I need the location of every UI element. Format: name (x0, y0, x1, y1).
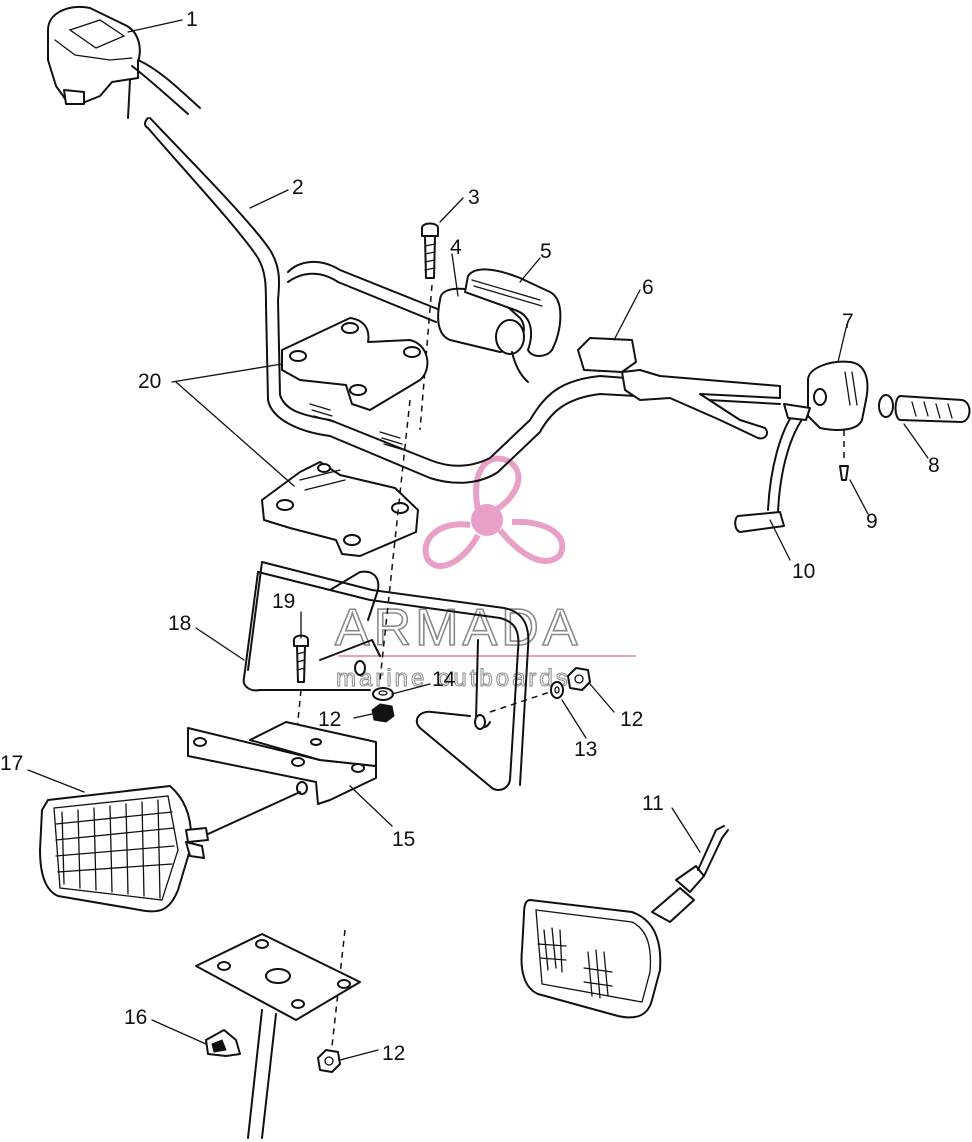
callout-19: 19 (272, 590, 295, 613)
part-12-nut-bottom (317, 1049, 341, 1073)
callout-2: 2 (292, 176, 304, 199)
callout-12-right: 12 (620, 708, 643, 731)
part-1-switch-housing (47, 6, 201, 119)
bolt-19-guide (295, 689, 302, 741)
leader-lines (27, 19, 929, 1061)
callout-10: 10 (792, 560, 815, 583)
part-13-washer (550, 681, 564, 699)
part-9-screw (839, 465, 849, 481)
clamp-guide (379, 399, 411, 681)
callout-18: 18 (168, 612, 191, 635)
part-8-grip (878, 394, 971, 423)
part-17-headlight (39, 785, 209, 913)
part-2-handlebar (144, 117, 781, 484)
callout-7: 7 (842, 310, 854, 333)
part-20-lower-clamp (261, 461, 419, 557)
part-18-bracket-frame (242, 561, 530, 791)
callout-labels: 1 2 3 4 5 6 7 8 9 10 11 12 12 12 12 13 1… (0, 8, 940, 1065)
watermark-tagline: marine outboards (336, 665, 571, 692)
part-20-upper-clamp (281, 317, 429, 411)
nut-right-guide (489, 691, 551, 713)
part-12-nut-center (371, 703, 395, 723)
callout-17: 17 (0, 752, 23, 775)
callout-12-center: 12 (318, 708, 341, 731)
callout-20: 20 (138, 370, 161, 393)
part-7-throttle-housing (807, 360, 869, 431)
callout-3: 3 (468, 186, 480, 209)
callout-16: 16 (124, 1006, 147, 1029)
part-10-throttle-cable (734, 403, 811, 533)
callout-9: 9 (866, 510, 878, 533)
part-11-headlight (520, 825, 729, 1019)
part-12-nut-right (567, 667, 591, 691)
part-5-pad-cover (464, 268, 562, 357)
callout-6: 6 (642, 276, 654, 299)
callout-5: 5 (540, 240, 552, 263)
part-6-brake-lever (577, 337, 781, 440)
callout-8: 8 (928, 454, 940, 477)
part-16-bottom-bracket (195, 933, 361, 1139)
callout-15: 15 (392, 828, 415, 851)
callout-1: 1 (186, 8, 198, 31)
headlight-17-mount-line (207, 791, 301, 835)
callout-13: 13 (574, 738, 597, 761)
bolt-3-guide (419, 284, 433, 431)
part-16-clip (205, 1029, 241, 1057)
callout-11: 11 (642, 792, 664, 815)
part-3-bolt (421, 222, 439, 279)
callout-14: 14 (432, 668, 456, 691)
cable-4 (511, 351, 529, 383)
part-14-washer (372, 687, 394, 701)
callout-12-bottom: 12 (382, 1042, 405, 1065)
part-19-bolt (293, 634, 309, 683)
part-15-mounting-plate (187, 721, 377, 805)
callout-4: 4 (450, 236, 462, 259)
